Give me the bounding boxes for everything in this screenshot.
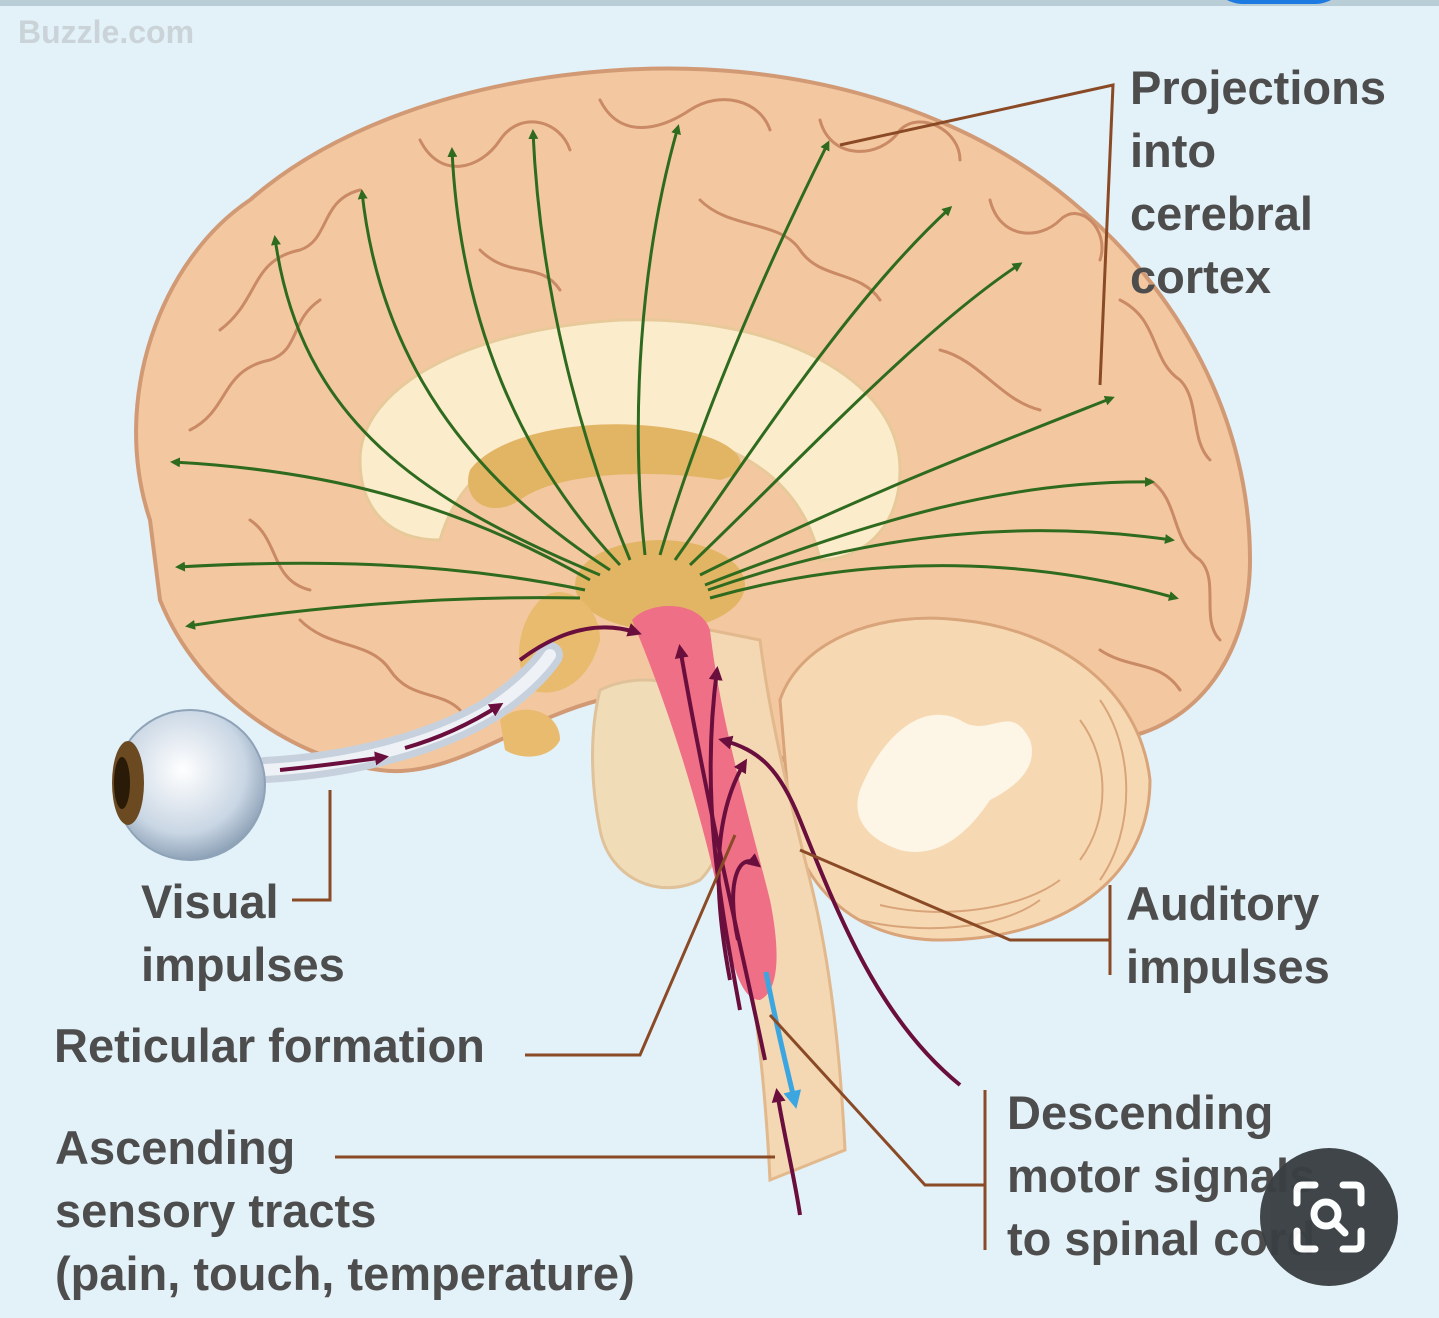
visual-search-icon [1293, 1181, 1365, 1253]
cortex-folds [188, 98, 1222, 712]
label-ascending-sensory-tracts: Ascending sensory tracts (pain, touch, t… [55, 1121, 635, 1300]
leader-lines [292, 83, 1115, 1250]
leader-reticular [525, 834, 737, 1057]
pituitary [500, 709, 560, 757]
reticular-formation [632, 606, 777, 1000]
arbor-vitae [857, 714, 1032, 852]
corpus-callosum [358, 318, 902, 562]
top-bar-accent [1209, 0, 1349, 4]
label-projections: Projections into cerebral cortex [1130, 61, 1386, 303]
label-auditory-impulses: Auditory impulses [1126, 877, 1330, 993]
motor-signal-arrow [763, 971, 802, 1109]
cortical-projection-arrows [170, 124, 1179, 630]
top-bar [0, 0, 1439, 6]
leader-auditory [799, 848, 1110, 942]
leader-projections [839, 83, 1115, 386]
label-visual-impulses: Visual impulses [141, 875, 345, 991]
visual-search-button[interactable] [1260, 1148, 1398, 1286]
leader-visual [292, 790, 332, 902]
label-reticular-formation: Reticular formation [54, 1019, 485, 1072]
watermark: Buzzle.com [18, 14, 195, 50]
sensory-pathway-arrows [279, 623, 962, 1216]
leader-descending [768, 1013, 985, 1187]
pupil [114, 757, 130, 809]
cerebellum-folia [859, 699, 1128, 930]
lateral-ventricle [468, 424, 741, 509]
